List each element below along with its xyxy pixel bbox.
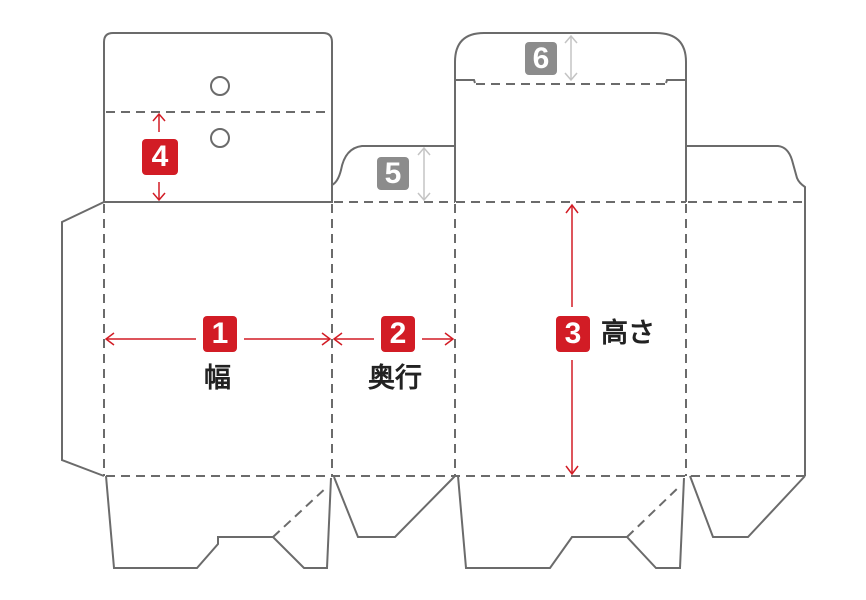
dimension-badge-3: 3 bbox=[556, 316, 590, 352]
dust-flap-arrow bbox=[417, 146, 431, 202]
bottom-flap-3 bbox=[457, 475, 685, 569]
depth-arrow bbox=[332, 332, 455, 346]
dust-flap-top-left bbox=[331, 145, 455, 186]
bottom-flap-1 bbox=[105, 475, 332, 569]
height-arrow bbox=[565, 203, 579, 476]
width-arrow bbox=[104, 332, 332, 346]
dimension-badge-1: 1 bbox=[203, 316, 237, 352]
dimension-badge-4: 4 bbox=[142, 139, 178, 175]
dimension-badge-2: 2 bbox=[381, 316, 415, 352]
dust-flap-top-right bbox=[686, 145, 806, 476]
tuck-arrow bbox=[564, 34, 578, 82]
height-label: 高さ bbox=[601, 318, 655, 349]
bottom-flap-2 bbox=[333, 475, 456, 538]
width-label: 幅 bbox=[204, 363, 231, 394]
hang-hole bbox=[210, 76, 230, 96]
top-tuck-flap bbox=[454, 32, 687, 202]
bottom-flap-4 bbox=[689, 475, 806, 538]
hang-tab-arrow bbox=[152, 112, 166, 202]
dimension-badge-6: 6 bbox=[525, 42, 557, 75]
depth-label: 奥行 bbox=[368, 363, 422, 394]
hang-tab-flap bbox=[103, 32, 333, 203]
hang-hole bbox=[210, 128, 230, 148]
glue-flap bbox=[61, 201, 105, 477]
dimension-badge-5: 5 bbox=[377, 157, 409, 190]
